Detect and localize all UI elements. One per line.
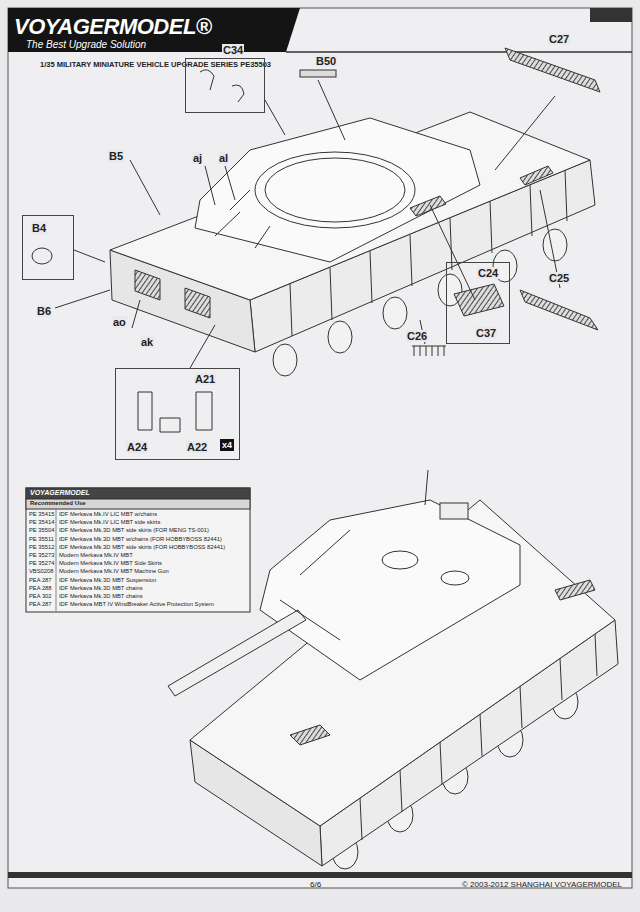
table-cell: PEA 288 (29, 585, 52, 592)
table-cell: IDF Merkava Mk.3D MBT side skirts (FOR H… (59, 544, 225, 551)
table-cell: PE 35414 (29, 519, 54, 526)
callout-number: C26 (406, 330, 428, 342)
callout-number: A24 (126, 441, 148, 453)
callout-number: C25 (548, 272, 570, 284)
callout-number: B50 (315, 55, 337, 67)
table-cell: Modern Merkava Mk.IV MBT (59, 552, 133, 559)
copyright-note: © 2003-2012 SHANGHAI VOYAGERMODEL (462, 880, 622, 889)
inset-panel: C34 (185, 58, 265, 113)
callout-number: B4 (31, 222, 47, 234)
table-cell: PE 35274 (29, 560, 54, 567)
callout-number: ak (140, 336, 154, 348)
sheet-title: 1/35 MILITARY MINIATURE VEHICLE UPGRADE … (40, 60, 271, 69)
callout-number: C27 (548, 33, 570, 45)
table-cell: Modern Merkava Mk.IV MBT Side Skirts (59, 560, 162, 567)
table-cell: IDF Merkava Mk.3D MBT w/chains (FOR HOBB… (59, 536, 222, 543)
table-cell: IDF Merkava Mk.IV LIC MBT side skirts (59, 519, 160, 526)
inset-panel: A21A24 A22 x4 (115, 368, 240, 460)
table-cell: IDF Merkava Mk.3D MBT chains (59, 593, 143, 600)
table-cell: PE 35273 (29, 552, 54, 559)
table-cell: IDF Merkava Mk.IV LIC MBT w/chains (59, 511, 157, 518)
table-cell: PEA 302 (29, 593, 52, 600)
callout-number: B5 (108, 150, 124, 162)
callout-number: C37 (475, 327, 497, 339)
brand-logo: VOYAGERMODEL® (14, 14, 212, 40)
callout-number: aj (192, 152, 203, 164)
inset-panel: B4 (22, 215, 74, 280)
table-cell: Modern Merkava Mk.IV MBT Machine Gun (59, 568, 169, 575)
table-cell: PE 35415 (29, 511, 54, 518)
table-cell: PEA 287 (29, 601, 52, 608)
callout-number: A22 (186, 441, 208, 453)
callout-number: C24 (477, 267, 499, 279)
table-subheader: Recommended Use (30, 500, 86, 506)
table-header: VOYAGERMODEL (30, 489, 90, 496)
callout-number: C34 (222, 44, 244, 56)
table-cell: VBS0208 (29, 568, 54, 575)
brand-slogan: The Best Upgrade Solution (26, 39, 146, 50)
table-cell: PE 35511 (29, 536, 54, 543)
quantity-badge: x4 (220, 439, 234, 451)
callout-number: al (218, 152, 229, 164)
inset-panel: C24C37 (446, 262, 510, 344)
callout-number: ao (112, 316, 127, 328)
table-cell: IDF Merkava MBT IV WindBreaker Active Pr… (59, 601, 214, 608)
page-number: 6/6 (310, 880, 321, 889)
table-cell: IDF Merkava Mk.3D MBT Suspension (59, 577, 156, 584)
table-cell: IDF Merkava Mk.3D MBT side skirts (FOR M… (59, 527, 209, 534)
table-cell: PE 35504 (29, 527, 54, 534)
table-cell: PEA 287 (29, 577, 52, 584)
callout-number: A21 (194, 373, 216, 385)
table-cell: IDF Merkava Mk.3D MBT chains (59, 585, 143, 592)
callout-number: B6 (36, 305, 52, 317)
table-cell: PE 35512 (29, 544, 54, 551)
